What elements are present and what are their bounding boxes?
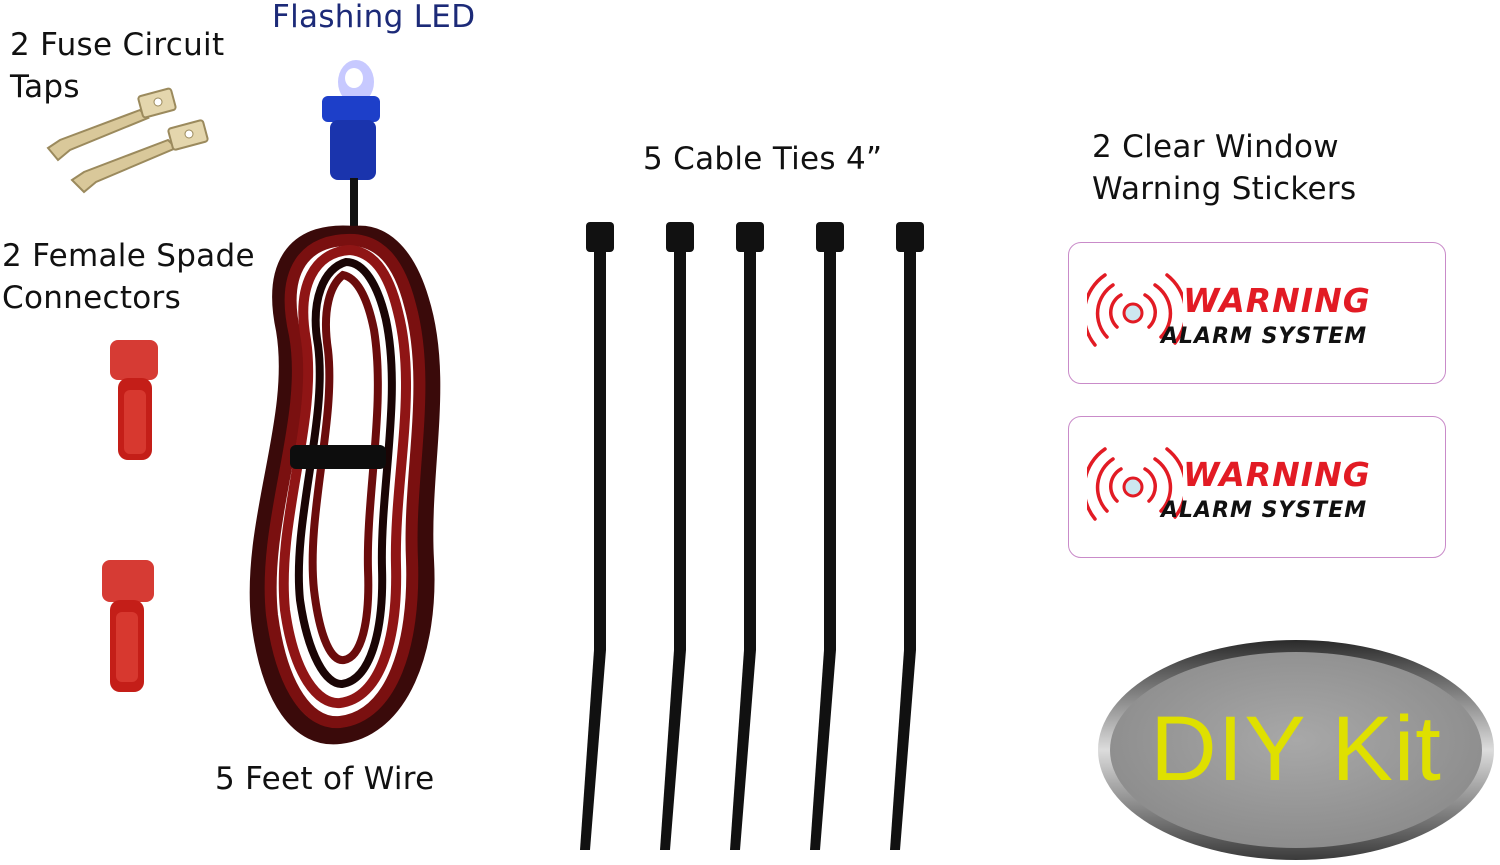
label-spade-line2: Connectors (2, 280, 182, 316)
label-flashing-led: Flashing LED (272, 0, 476, 35)
label-stickers: 2 Clear Window Warning Stickers (1092, 126, 1356, 210)
alarm-waves-icon (1087, 273, 1183, 347)
warning-sticker: WARNING ALARM SYSTEM (1068, 416, 1446, 558)
sticker-warning-text: WARNING (1183, 455, 1371, 494)
label-stickers-line1: 2 Clear Window (1092, 129, 1339, 165)
label-wire: 5 Feet of Wire (215, 761, 435, 797)
sticker-subtitle-text: ALARM SYSTEM (1161, 498, 1368, 523)
label-fuse-taps: 2 Fuse Circuit Taps (10, 24, 224, 108)
flashing-led-icon (322, 60, 380, 238)
spade-connector-icon (110, 340, 158, 460)
diy-kit-text: DIY Kit (1150, 698, 1442, 800)
label-spade-line1: 2 Female Spade (2, 238, 255, 274)
fuse-tap-icon (70, 119, 209, 194)
alarm-waves-icon (1087, 447, 1183, 521)
label-fuse-taps-line2: Taps (10, 69, 80, 105)
spade-connector-icon (102, 560, 154, 692)
warning-sticker: WARNING ALARM SYSTEM (1068, 242, 1446, 384)
fuse-tap-icon (46, 87, 177, 162)
wire-coil-icon (249, 225, 441, 745)
cable-ties-icon (580, 222, 924, 850)
label-fuse-taps-line1: 2 Fuse Circuit (10, 27, 225, 63)
label-cable-ties: 5 Cable Ties 4” (643, 141, 883, 177)
sticker-subtitle-text: ALARM SYSTEM (1161, 324, 1368, 349)
label-stickers-line2: Warning Stickers (1092, 171, 1357, 207)
diy-kit-badge (1098, 640, 1494, 860)
sticker-warning-text: WARNING (1183, 281, 1371, 320)
label-spade-connectors: 2 Female Spade Connectors (2, 235, 255, 319)
